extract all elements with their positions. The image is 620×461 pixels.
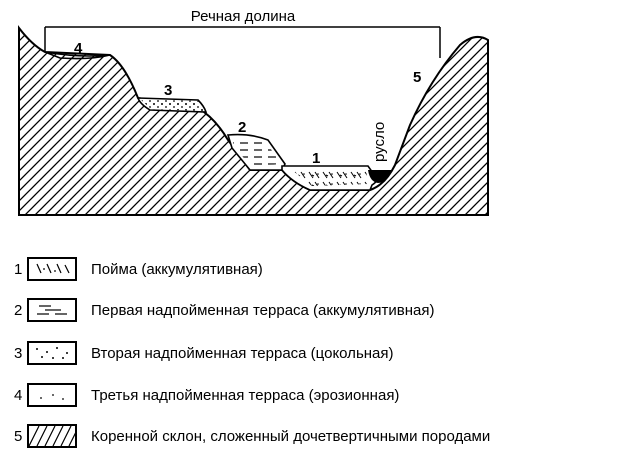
bedrock-swatch: [27, 424, 77, 448]
floodplain-fill: [292, 170, 368, 186]
second-terrace-swatch: [27, 341, 77, 365]
terrace-2-fill: [232, 140, 281, 166]
legend-item-second-terrace: 3 Вторая надпойменная терраса (цокольная…: [0, 341, 620, 367]
legend-label: Коренной склон, сложенный дочетвертичным…: [91, 428, 491, 445]
legend-number: 4: [14, 387, 23, 404]
legend-number: 5: [14, 428, 23, 445]
river-channel: [368, 170, 392, 183]
third-terrace-swatch: [27, 383, 77, 407]
terrace-number-2: 2: [238, 119, 246, 136]
legend-number: 3: [14, 345, 23, 362]
legend-item-third-terrace: 4 Третья надпойменная терраса (эрозионна…: [0, 383, 620, 409]
first-terrace-swatch: [27, 298, 77, 322]
legend-label: Третья надпойменная терраса (эрозионная): [91, 387, 400, 404]
floodplain-swatch: [27, 257, 77, 281]
legend-label: Первая надпойменная терраса (аккумулятив…: [91, 302, 435, 319]
legend-label: Вторая надпойменная терраса (цокольная): [91, 345, 394, 362]
terrace-4-surface: [44, 51, 111, 60]
legend-number: 2: [14, 302, 23, 319]
terrace-number-1: 1: [312, 150, 320, 167]
terrace-number-4: 4: [74, 40, 83, 57]
legend-item-floodplain: 1 Пойма (аккумулятивная): [0, 257, 620, 283]
slope-number-5: 5: [413, 69, 421, 86]
legend-label: Пойма (аккумулятивная): [91, 261, 263, 278]
terrace-number-3: 3: [164, 82, 172, 99]
legend-item-bedrock: 5 Коренной склон, сложенный дочетвертичн…: [0, 424, 620, 450]
legend-item-first-terrace: 2 Первая надпойменная терраса (аккумулят…: [0, 298, 620, 324]
legend-number: 1: [14, 261, 23, 278]
terrace-3-fill: [140, 99, 204, 111]
channel-label: русло: [371, 122, 388, 162]
valley-title: Речная долина: [191, 8, 296, 25]
